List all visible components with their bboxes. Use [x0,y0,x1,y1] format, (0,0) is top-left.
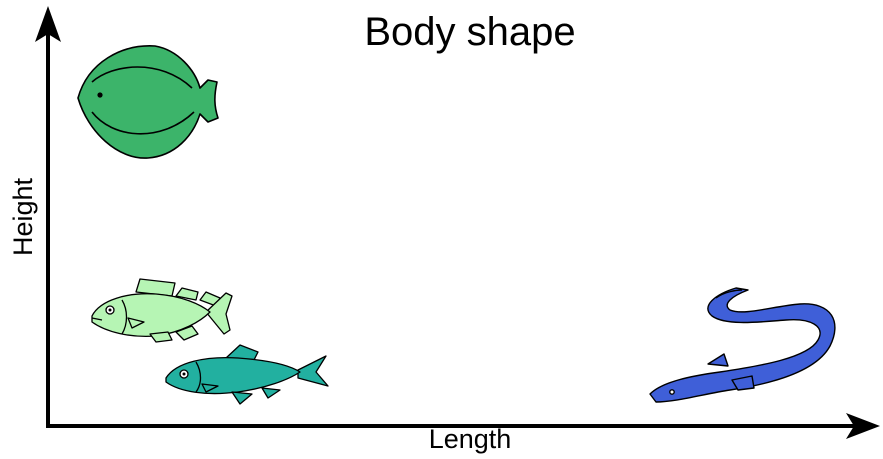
x-axis-label: Length [400,424,540,455]
herring-pupil [183,373,186,376]
y-axis-label: Height [6,157,40,277]
eel-eye-icon [670,390,674,394]
eel-top-fin [708,354,728,366]
flatfish-eye-icon [97,92,102,97]
diagram-title: Body shape [280,10,660,55]
herring-tail [298,356,328,386]
herring-icon [166,345,328,404]
flatfish-icon [78,46,218,158]
eel-icon [650,288,835,402]
flatfish-body [78,46,218,158]
roundfish-pupil [109,309,112,312]
roundfish-icon [92,279,232,342]
